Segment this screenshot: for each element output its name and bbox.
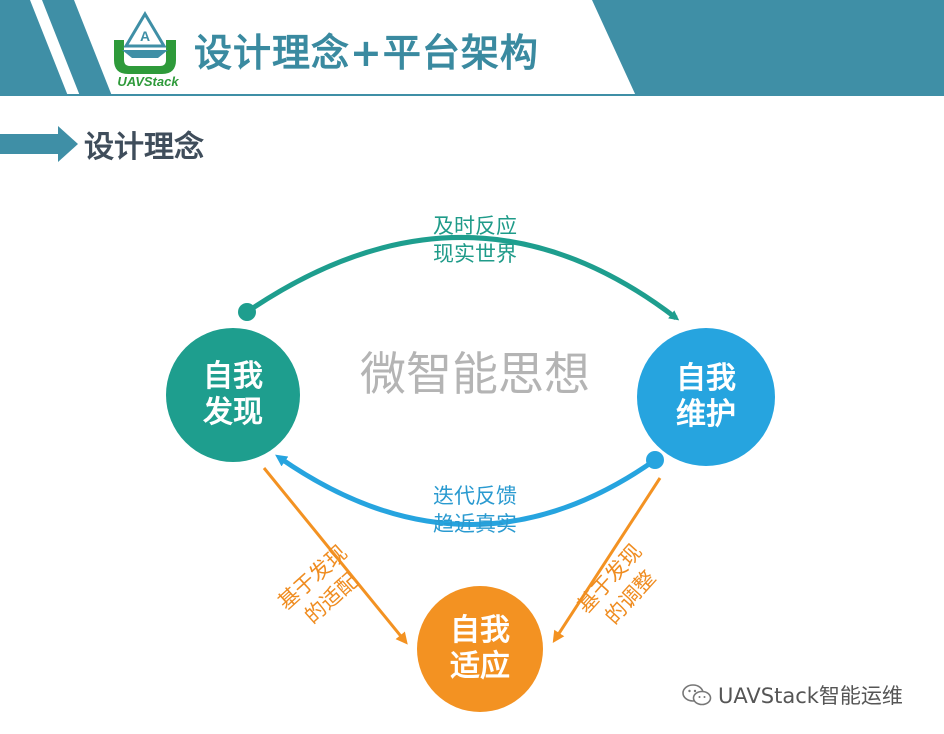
node-self-discovery: 自我 发现 [166,328,300,462]
node-self-discovery-line2: 发现 [203,395,263,430]
label-bottom-arc: 迭代反馈 趋近真实 [404,482,546,538]
label-top-arc: 及时反应 现实世界 [404,212,546,268]
node-self-maintenance: 自我 维护 [637,328,775,466]
node-self-maintenance-line1: 自我 [676,361,736,396]
arrow-bottom-arc [275,454,657,527]
node-self-adaptation: 自我 适应 [417,586,543,712]
node-self-adaptation-line1: 自我 [450,613,510,648]
uavstack-logo: A [114,11,176,74]
wechat-icon [682,684,712,706]
arrow-top-arc [245,235,680,321]
node-self-discovery-line1: 自我 [203,359,263,394]
label-top-line1: 及时反应 [433,214,517,238]
svg-text:A: A [140,28,150,44]
watermark: UAVStack智能运维 [682,680,903,710]
label-top-line2: 现实世界 [433,242,517,266]
label-mid-line1: 迭代反馈 [433,484,517,508]
node-self-adaptation-line2: 适应 [450,649,510,684]
logo-text: UAVStack [117,74,179,89]
label-mid-line2: 趋近真实 [433,512,517,536]
arrow-top-start-dot [238,303,256,321]
arrow-left-orange [262,467,408,645]
header-banner [0,0,944,96]
center-concept-text: 微智能思想 [360,347,590,401]
page-title: 设计理念+平台架构 [194,31,539,75]
arrow-bottom-start-dot [646,451,664,469]
watermark-text: UAVStack智能运维 [718,684,903,708]
node-self-maintenance-line2: 维护 [676,397,736,432]
section-title: 设计理念 [84,130,204,165]
section-arrow-icon [0,126,78,162]
arrow-right-orange [552,477,662,644]
